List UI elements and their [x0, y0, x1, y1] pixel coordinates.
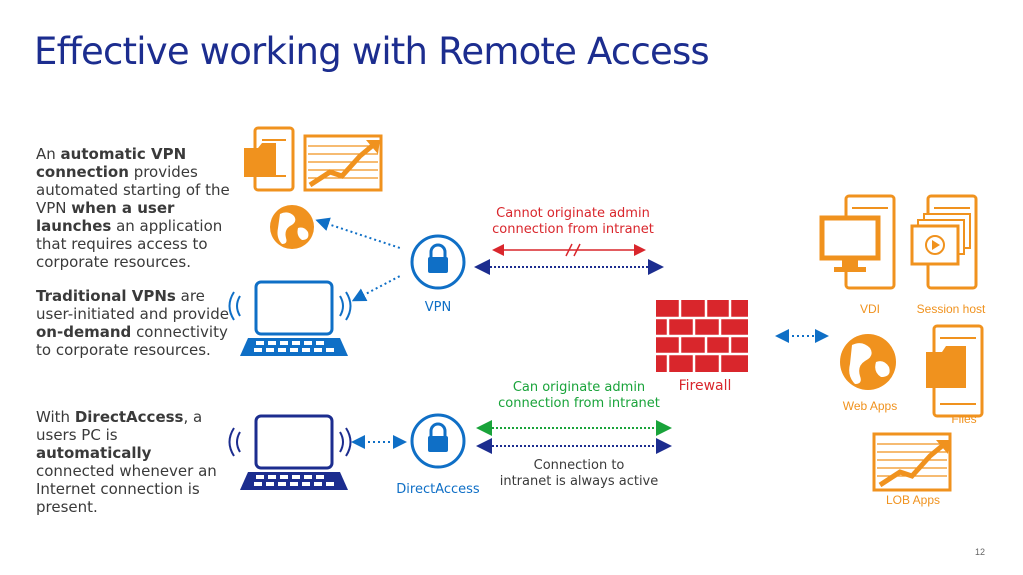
traditional-vpn-description: Traditional VPNs are user-initiated and …: [36, 287, 229, 359]
page-title: Effective working with Remote Access: [34, 30, 710, 73]
files-label: Files: [951, 412, 977, 426]
wireless-right-icon: [339, 427, 352, 457]
directaccess-lock-icon: [410, 413, 466, 469]
vdi-icon: [819, 194, 896, 290]
globe-icon: [840, 334, 896, 390]
folder-icon: [926, 346, 966, 388]
session-host-icon: [910, 194, 978, 290]
firewall-icon: [656, 300, 748, 372]
wireless-left-icon: [228, 291, 241, 321]
page-number: 12: [974, 547, 985, 557]
laptop-icon: [240, 280, 348, 356]
session-host-label: Session host: [916, 302, 986, 316]
vpn-lock-icon: [410, 234, 466, 290]
folder-icon: [244, 143, 276, 177]
cannot-originate-arrow: [492, 243, 646, 257]
video-icon: [925, 235, 945, 255]
chart-icon: [303, 134, 383, 192]
web-apps-label: Web Apps: [842, 399, 898, 413]
chart-icon: [872, 432, 952, 492]
directaccess-label: DirectAccess: [396, 482, 480, 497]
wireless-right-icon: [339, 291, 352, 321]
wireless-left-icon: [228, 427, 241, 457]
directaccess-description: With DirectAccess, a users PC is automat…: [36, 408, 217, 516]
globe-icon: [270, 205, 314, 249]
vpn-label: VPN: [424, 300, 452, 315]
firewall-label: Firewall: [678, 378, 732, 394]
automatic-vpn-description: An automatic VPN connection provides aut…: [36, 145, 230, 271]
laptop-icon: [240, 414, 348, 490]
vdi-label: VDI: [859, 302, 880, 316]
lob-apps-label: LOB Apps: [885, 493, 941, 507]
